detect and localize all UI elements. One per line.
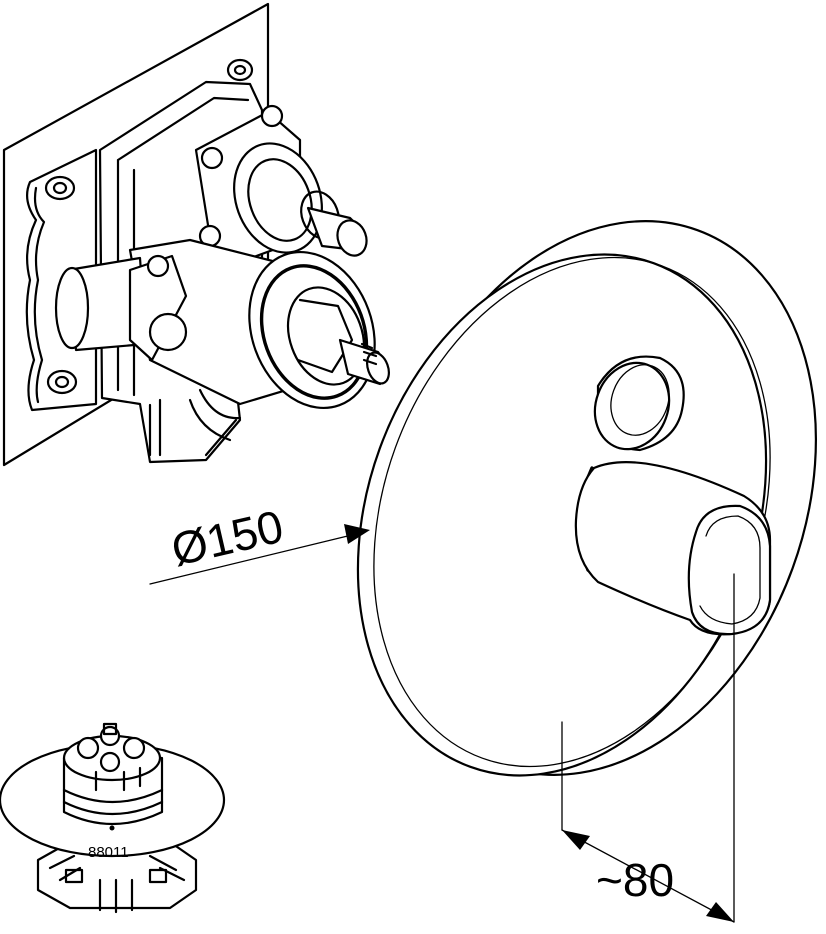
diameter-label: Ø150 <box>167 500 288 576</box>
rough-in-valve-body-icon <box>2 2 390 467</box>
mounting-set-icon: 88011 <box>0 722 226 914</box>
diverter-knob-icon <box>593 355 685 452</box>
depth-dimension: ~80 <box>561 573 735 923</box>
diameter-dimension: Ø150 <box>149 500 370 585</box>
rough-in-number: 88011 <box>88 844 129 861</box>
lever-handle-icon <box>574 461 772 636</box>
depth-label: ~80 <box>596 854 674 906</box>
